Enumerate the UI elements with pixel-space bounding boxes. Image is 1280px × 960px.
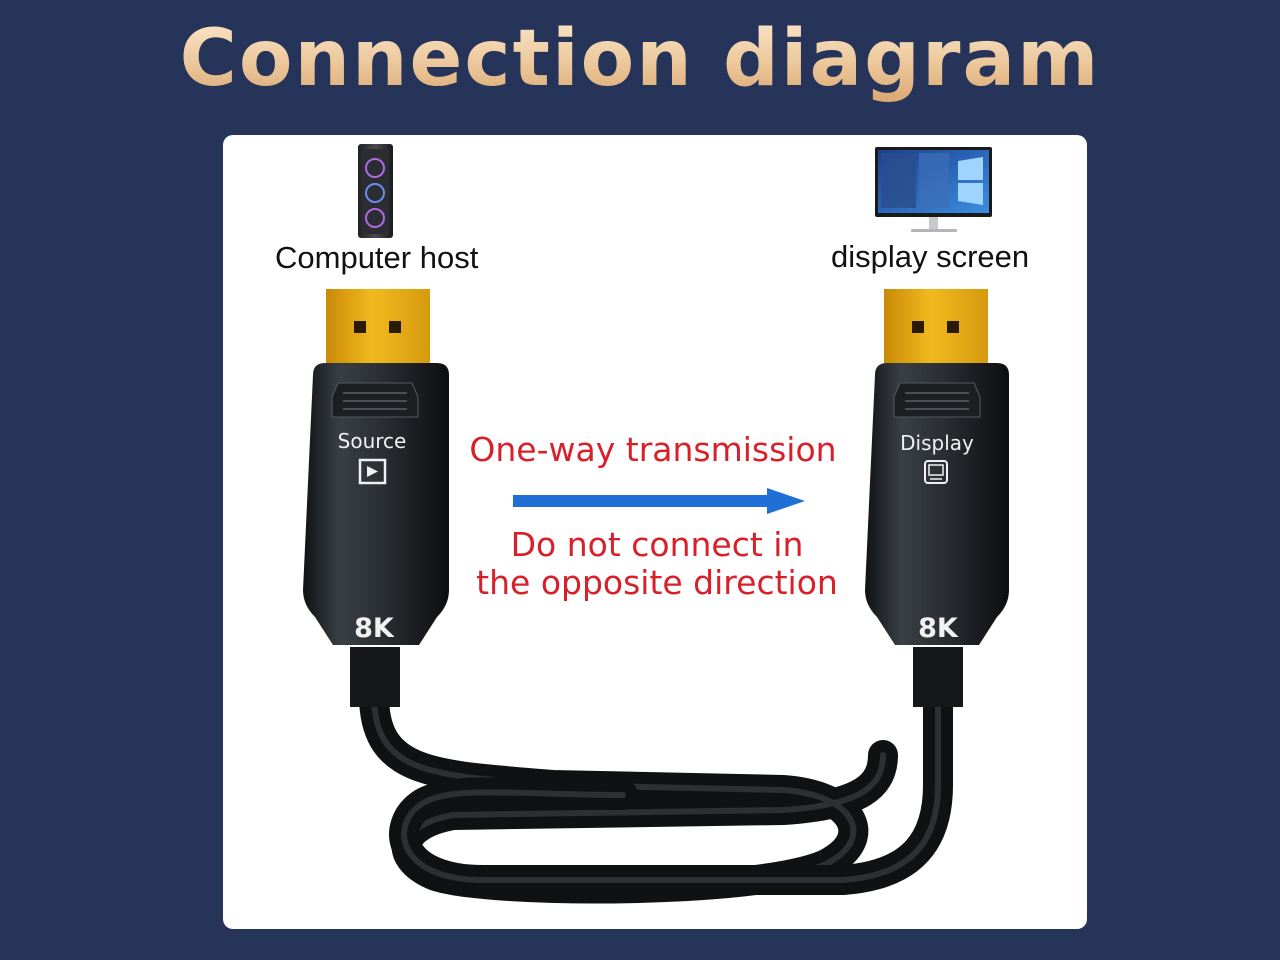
screen-icon: [924, 460, 948, 484]
pc-tower-icon: [358, 144, 393, 238]
display-resolution-badge: 8K: [918, 613, 958, 644]
direction-arrow: [513, 488, 805, 514]
diagram-title: Connection diagram: [0, 14, 1280, 104]
one-way-transmission-label: One-way transmission: [469, 430, 837, 469]
play-icon: [358, 458, 387, 485]
reverse-warning-line-1: Do not connect in: [510, 525, 804, 564]
monitor-icon: [875, 147, 992, 232]
diagram-artwork: [303, 144, 1009, 904]
reverse-warning-line-2: the opposite direction: [476, 563, 838, 602]
diagram-card: Computer host display screen Source Disp…: [223, 135, 1087, 929]
source-resolution-badge: 8K: [354, 613, 394, 644]
display-plug-label: Display: [900, 431, 974, 455]
display-plug: [865, 289, 1009, 707]
computer-host-label: Computer host: [275, 240, 479, 275]
source-plug: [303, 289, 449, 707]
source-plug-label: Source: [337, 429, 407, 453]
cable: [359, 680, 953, 904]
reverse-warning: Do not connect in the opposite direction: [453, 526, 861, 602]
display-screen-label: display screen: [831, 239, 1030, 274]
